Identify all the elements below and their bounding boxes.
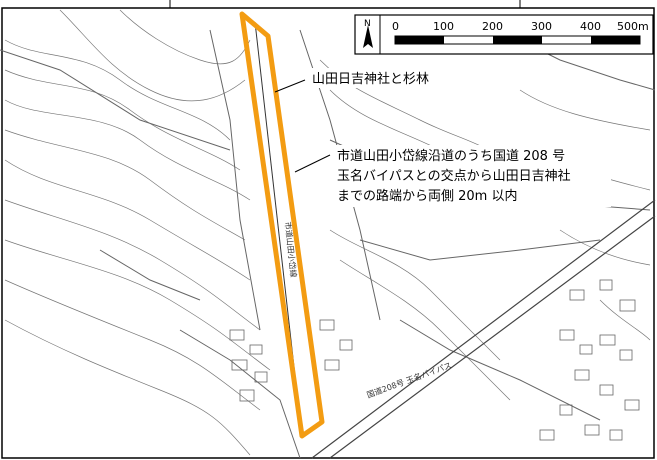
scale-label-400: 400: [580, 20, 601, 33]
shrine-label-bg: [308, 68, 448, 88]
range-label-line-3: までの路端から両側 20m 以内: [337, 188, 517, 204]
designated-area-outline: [239, 11, 325, 439]
scale-label-500m: 500m: [617, 20, 649, 33]
scale-label-200: 200: [482, 20, 503, 33]
range-label-line-1: 市道山田小岱線沿道のうち国道 208 号: [337, 148, 565, 164]
scale-segment-3: [493, 36, 542, 44]
legend-frame: [354, 14, 654, 55]
buildings: [229, 279, 640, 441]
scale-segment-1: [395, 36, 444, 44]
north-label: N: [364, 19, 371, 29]
range-label-line-2: 玉名バイパスとの交点から山田日吉神社: [337, 168, 571, 184]
north-arrow-icon: [363, 25, 373, 48]
scale-label-300: 300: [531, 20, 552, 33]
scale-segment-5: [591, 36, 640, 44]
shrine-leader-line: [274, 79, 306, 93]
range-leader-line: [294, 154, 331, 173]
shrine-label: 山田日吉神社と杉林: [312, 71, 429, 87]
bypass-road: [311, 199, 656, 459]
scale-label-100: 100: [433, 20, 454, 33]
scale-bar: [394, 35, 641, 45]
range-label-bg: [333, 145, 611, 207]
scale-label-0: 0: [392, 20, 399, 33]
legend-box: N 0 100 200 300 400 500m: [354, 14, 654, 55]
